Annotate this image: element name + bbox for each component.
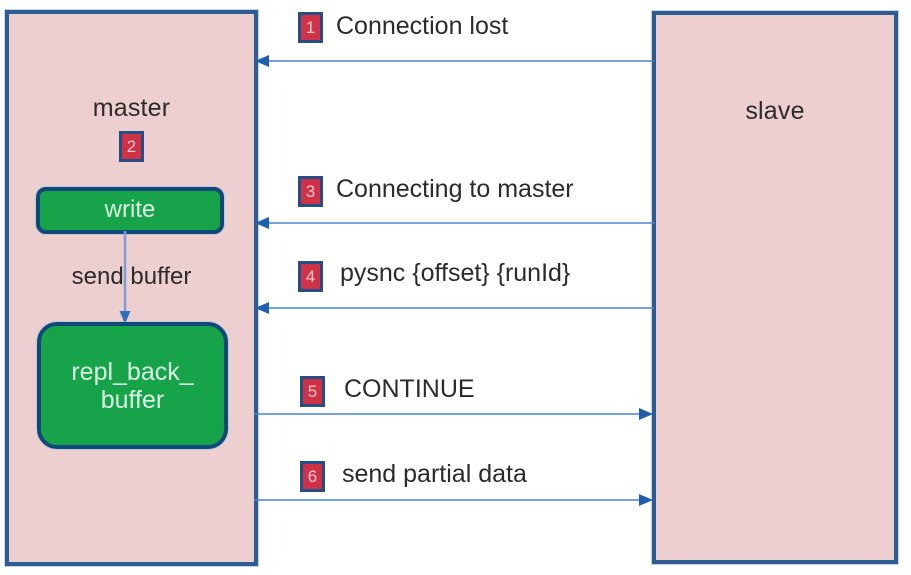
send-buffer-arrow — [119, 231, 131, 324]
step-badge-4[interactable]: 4 — [298, 261, 323, 292]
message-arrow-1 — [255, 55, 654, 67]
message-label-3: Connecting to master — [336, 175, 574, 203]
message-arrow-4 — [255, 302, 654, 314]
message-label-1: Connection lost — [336, 12, 509, 40]
send-buffer-label: send buffer — [71, 263, 192, 290]
message-label-5: CONTINUE — [344, 375, 475, 403]
slave-node-label: slave — [745, 97, 805, 125]
message-arrow-3 — [255, 217, 654, 229]
process-box-repl-back-buffer-line1: repl_back_buffer — [71, 357, 194, 414]
step-badge-1[interactable]: 1 — [298, 12, 323, 43]
step-badge-3[interactable]: 3 — [298, 176, 323, 207]
process-box-write[interactable]: write — [36, 187, 224, 234]
step-badge-5[interactable]: 5 — [300, 376, 325, 407]
slave-node-box[interactable]: slave — [652, 11, 898, 564]
master-node-box[interactable]: master — [5, 10, 258, 566]
master-node-label: master — [92, 94, 171, 122]
step-badge-6[interactable]: 6 — [300, 461, 325, 492]
message-arrow-5 — [254, 408, 653, 420]
message-label-6: send partial data — [342, 460, 527, 488]
message-arrow-6 — [254, 494, 653, 506]
process-box-repl-back-buffer[interactable]: repl_back_buffer — [37, 322, 228, 449]
step-badge-2[interactable]: 2 — [119, 131, 144, 162]
message-label-4: pysnc {offset} {runId} — [340, 259, 571, 287]
